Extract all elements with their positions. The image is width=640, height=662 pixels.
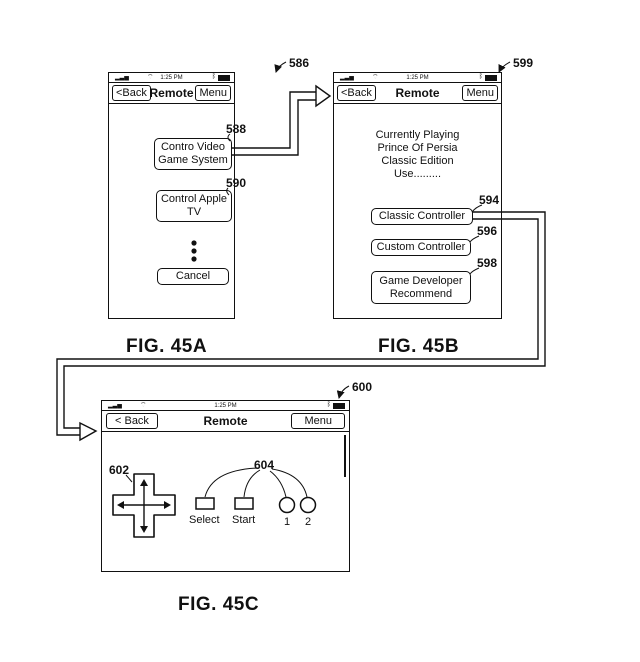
menu-button[interactable]: Menu: [195, 85, 231, 101]
action-button-1[interactable]: [278, 496, 296, 514]
figure-caption-45b: FIG. 45B: [378, 336, 460, 357]
select-label: Select: [189, 514, 220, 526]
wifi-icon: ⌔: [372, 74, 379, 81]
control-video-game-button[interactable]: Contro Video Game System: [154, 138, 232, 170]
phone-screen-45c: ▂▃▅ ⌔ 1:25 PM ᛒ < Back Remote Menu Selec…: [101, 400, 350, 572]
info-line: Currently Playing: [375, 129, 460, 141]
action-button-2[interactable]: [299, 496, 317, 514]
back-button[interactable]: < Back: [106, 413, 158, 429]
nav-bar: < Back Remote Menu: [102, 411, 349, 432]
status-time: 1:25 PM: [406, 74, 429, 81]
ref-604: 604: [254, 458, 275, 472]
start-label: Start: [232, 514, 256, 526]
cancel-button[interactable]: Cancel: [157, 268, 229, 285]
signal-icon: ▂▃▅: [115, 75, 129, 81]
ref-590: 590: [226, 176, 247, 190]
phone-screen-45a: ▂▃▅ ⌔ 1:25 PM ᛒ <Back Remote Menu Contro…: [108, 72, 235, 319]
status-time: 1:25 PM: [214, 402, 237, 409]
leader-590: [226, 187, 230, 196]
info-line: Classic Edition: [381, 155, 454, 167]
battery-icon: [333, 403, 345, 409]
bluetooth-icon: ᛒ: [211, 73, 216, 80]
nav-title: Remote: [149, 86, 194, 100]
more-options-dots: [191, 240, 197, 262]
ref-588: 588: [226, 122, 247, 136]
status-bar: ▂▃▅ ⌔ 1:25 PM ᛒ: [102, 401, 349, 411]
menu-button[interactable]: Menu: [462, 85, 498, 101]
back-button[interactable]: <Back: [337, 85, 376, 101]
game-developer-recommend-button[interactable]: Game Developer Recommend: [371, 271, 471, 304]
ref-600: 600: [352, 380, 373, 394]
scrollbar[interactable]: [344, 435, 346, 477]
leader-604: [204, 467, 308, 498]
nav-bar: <Back Remote Menu: [334, 83, 501, 104]
wifi-icon: ⌔: [147, 74, 154, 81]
wifi-icon: ⌔: [140, 402, 147, 409]
now-playing-info: Currently Playing Prince Of Persia Class…: [334, 129, 501, 181]
ref-598: 598: [477, 256, 498, 270]
nav-title: Remote: [395, 86, 440, 100]
start-button[interactable]: [234, 497, 254, 510]
nav-title: Remote: [203, 414, 248, 428]
signal-icon: ▂▃▅: [108, 403, 122, 409]
battery-icon: [218, 75, 230, 81]
status-bar: ▂▃▅ ⌔ 1:25 PM ᛒ: [334, 73, 501, 83]
leader-599: [498, 61, 511, 73]
nav-bar: <Back Remote Menu: [109, 83, 234, 104]
bluetooth-icon: ᛒ: [478, 73, 483, 80]
leader-594: [471, 204, 483, 213]
leader-602: [125, 474, 133, 483]
button-2-label: 2: [305, 516, 312, 528]
ref-594: 594: [479, 193, 500, 207]
figure-caption-45a: FIG. 45A: [126, 336, 208, 357]
signal-icon: ▂▃▅: [340, 75, 354, 81]
flow-arrow-45b-to-45c: [56, 211, 546, 442]
dpad-control[interactable]: [112, 473, 176, 538]
phone-screen-45b: ▂▃▅ ⌔ 1:25 PM ᛒ <Back Remote Menu Curren…: [333, 72, 502, 319]
button-1-label: 1: [284, 516, 291, 528]
back-button[interactable]: <Back: [112, 85, 151, 101]
select-button[interactable]: [195, 497, 215, 510]
leader-586: [274, 61, 287, 73]
menu-button[interactable]: Menu: [291, 413, 345, 429]
ref-586: 586: [289, 56, 310, 70]
figure-caption-45c: FIG. 45C: [178, 594, 260, 615]
battery-icon: [485, 75, 497, 81]
flow-arrow-45a-to-45b: [231, 84, 332, 156]
bluetooth-icon: ᛒ: [326, 401, 331, 408]
ref-599: 599: [513, 56, 534, 70]
info-line: Prince Of Persia: [377, 142, 458, 154]
leader-598: [469, 267, 480, 275]
classic-controller-button[interactable]: Classic Controller: [371, 208, 473, 225]
custom-controller-button[interactable]: Custom Controller: [371, 239, 471, 256]
status-bar: ▂▃▅ ⌔ 1:25 PM ᛒ: [109, 73, 234, 83]
info-line: Use.........: [393, 168, 442, 180]
leader-596: [469, 235, 480, 243]
ref-596: 596: [477, 224, 498, 238]
leader-588: [227, 133, 231, 142]
status-time: 1:25 PM: [160, 74, 183, 81]
control-apple-tv-button[interactable]: Control Apple TV: [156, 190, 232, 222]
leader-600: [336, 385, 350, 399]
ref-602: 602: [109, 463, 130, 477]
